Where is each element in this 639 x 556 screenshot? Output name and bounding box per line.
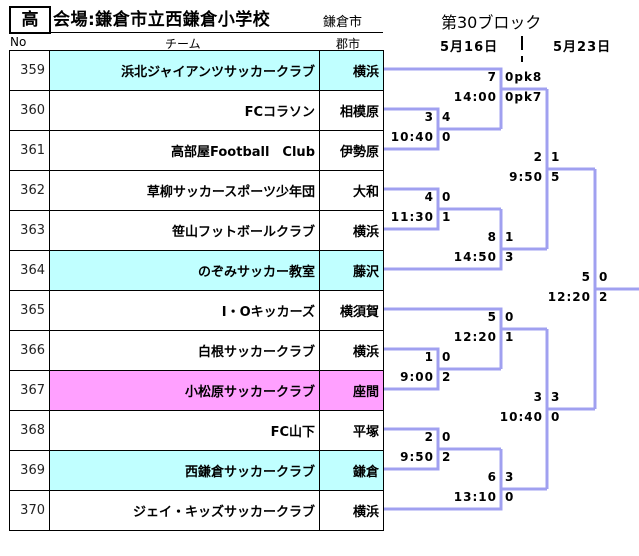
column-header-team: チーム xyxy=(165,37,201,51)
match-number: 2 xyxy=(424,430,434,444)
column-header-city: 郡市 xyxy=(336,37,361,51)
column-header-no: No xyxy=(10,35,27,49)
match-number: 3 xyxy=(424,110,434,124)
score-top: 0 xyxy=(442,190,452,204)
team-number: 362 xyxy=(9,170,50,211)
title-divider xyxy=(49,32,383,33)
date-separator-tail xyxy=(521,56,523,62)
match-number: 4 xyxy=(424,190,434,204)
bracket-line-match-5a xyxy=(384,307,503,369)
match-time: 11:30 xyxy=(390,210,434,224)
match-time: 9:00 xyxy=(400,370,434,384)
score-top: 1 xyxy=(551,150,561,164)
match-number: 3 xyxy=(533,390,543,404)
score-top: 4 xyxy=(442,110,452,124)
score-top: 0 xyxy=(442,350,452,364)
score-bottom: 0 xyxy=(551,410,561,424)
team-name: 笹山フットボールクラブ xyxy=(49,210,320,251)
grade-badge: 高 xyxy=(9,6,51,34)
match-time: 10:40 xyxy=(390,130,434,144)
score-bottom: 0 xyxy=(505,490,515,504)
bracket-line-match-7 xyxy=(384,67,503,129)
score-top: 0 xyxy=(442,430,452,444)
score-bottom: 0pk7 xyxy=(505,90,543,104)
score-bottom: 2 xyxy=(442,450,452,464)
score-bottom: 2 xyxy=(442,370,452,384)
match-time: 13:10 xyxy=(453,490,497,504)
venue-title: 会場:鎌倉市立西鎌倉小学校 xyxy=(53,10,271,30)
score-bottom: 1 xyxy=(505,330,515,344)
block-title: 第30ブロック xyxy=(441,13,542,32)
score-top: 1 xyxy=(505,230,515,244)
match-time: 12:20 xyxy=(453,330,497,344)
score-top: 3 xyxy=(505,470,515,484)
score-bottom: 5 xyxy=(551,170,561,184)
match-number: 8 xyxy=(487,230,497,244)
match-number: 2 xyxy=(533,150,543,164)
match-time: 10:40 xyxy=(499,410,543,424)
team-city: 相模原 xyxy=(319,90,384,131)
match-number: 5 xyxy=(487,310,497,324)
team-name: I・Oキッカーズ xyxy=(49,290,320,331)
team-number: 360 xyxy=(9,90,50,131)
team-number: 366 xyxy=(9,330,50,371)
match-number: 6 xyxy=(487,470,497,484)
team-name: FC山下 xyxy=(49,410,320,451)
team-city: 横浜 xyxy=(319,490,384,531)
venue-city: 鎌倉市 xyxy=(323,15,363,30)
match-time: 9:50 xyxy=(509,170,543,184)
match-time: 12:20 xyxy=(547,290,591,304)
match-time: 14:50 xyxy=(453,250,497,264)
match-time: 14:00 xyxy=(453,90,497,104)
team-city: 伊勢原 xyxy=(319,130,384,171)
team-city: 平塚 xyxy=(319,410,384,451)
bracket-line-match-6 xyxy=(384,449,503,511)
bracket-line-match-8 xyxy=(384,209,503,271)
match-time: 9:50 xyxy=(400,450,434,464)
team-name: 小松原サッカークラブ xyxy=(49,370,320,411)
score-bottom: 1 xyxy=(442,210,452,224)
team-name: 浜北ジャイアンツサッカークラブ xyxy=(49,50,320,91)
score-top: 3 xyxy=(551,390,561,404)
score-bottom: 0 xyxy=(442,130,452,144)
match-number: 1 xyxy=(424,350,434,364)
score-bottom: 3 xyxy=(505,250,515,264)
team-number: 368 xyxy=(9,410,50,451)
team-city: 横須賀 xyxy=(319,290,384,331)
team-number: 364 xyxy=(9,250,50,291)
team-number: 363 xyxy=(9,210,50,251)
date-round-2: 5月23日 xyxy=(553,40,612,55)
team-city: 大和 xyxy=(319,170,384,211)
date-separator xyxy=(521,36,523,50)
match-number: 5 xyxy=(581,270,591,284)
team-name: 西鎌倉サッカークラブ xyxy=(49,450,320,491)
date-round-1: 5月16日 xyxy=(440,40,499,55)
score-top: 0 xyxy=(599,270,609,284)
team-number: 370 xyxy=(9,490,50,531)
match-number: 7 xyxy=(487,70,497,84)
team-city: 座間 xyxy=(319,370,384,411)
score-bottom: 2 xyxy=(599,290,609,304)
score-top: 0 xyxy=(505,310,515,324)
team-city: 藤沢 xyxy=(319,250,384,291)
team-name: 高部屋Football Club xyxy=(49,130,320,171)
team-city: 横浜 xyxy=(319,50,384,91)
score-top: 0pk8 xyxy=(505,70,543,84)
team-number: 369 xyxy=(9,450,50,491)
